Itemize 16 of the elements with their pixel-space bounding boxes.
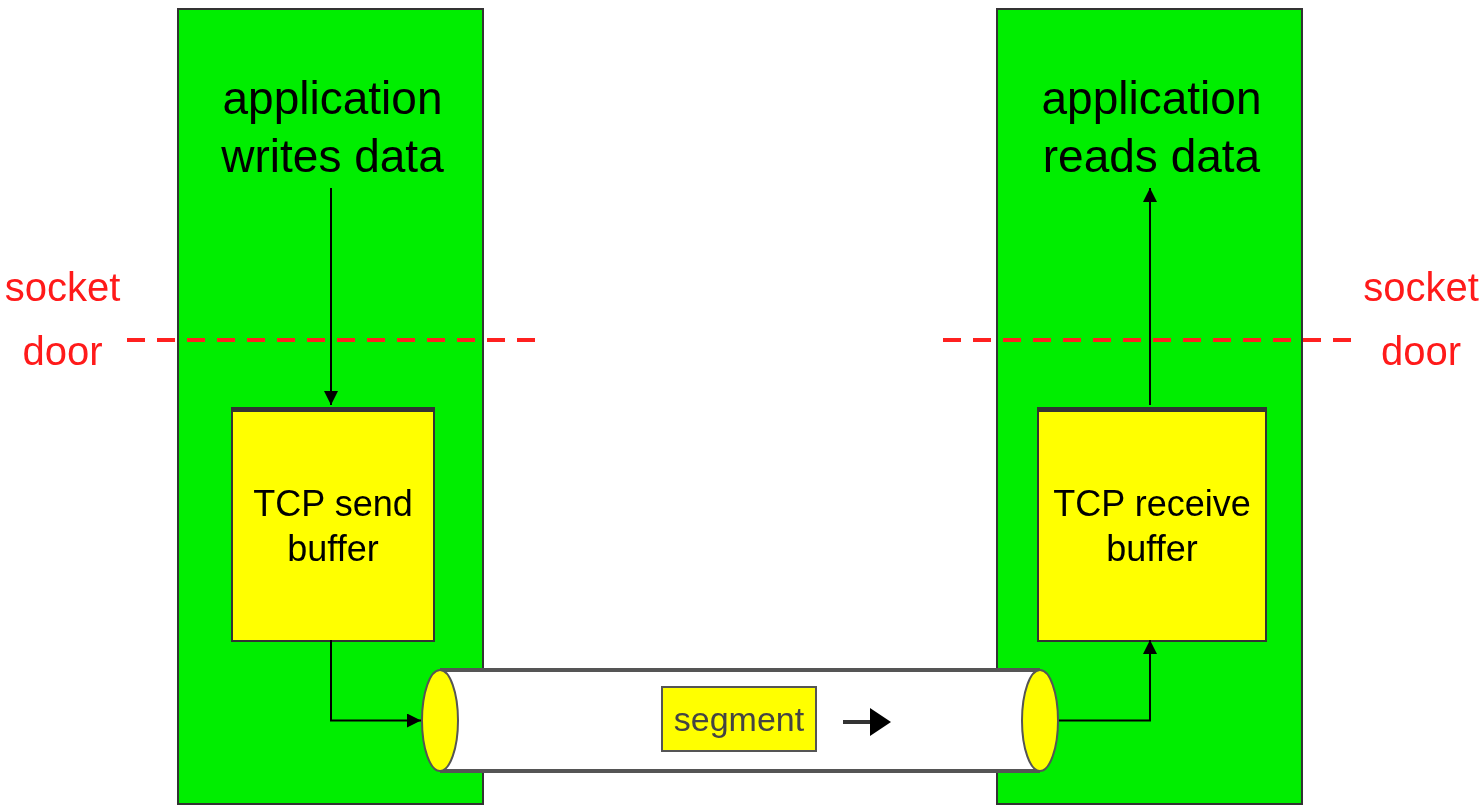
node-label: segment bbox=[672, 698, 806, 740]
segment-box bbox=[661, 686, 817, 752]
arrow bbox=[1058, 639, 1157, 722]
arrow bbox=[324, 187, 338, 406]
socket-label: socket door bbox=[1362, 264, 1480, 375]
arrow bbox=[330, 639, 422, 728]
host-box bbox=[177, 8, 484, 805]
arrow bbox=[1143, 187, 1157, 406]
socket-label: socket door bbox=[3, 264, 122, 375]
node-heading: application reads data bbox=[1018, 70, 1285, 190]
node-label: TCP send buffer bbox=[252, 482, 414, 571]
buffer-box bbox=[1037, 407, 1267, 642]
buffer-box bbox=[231, 407, 435, 642]
node-label: TCP receive buffer bbox=[1052, 482, 1252, 571]
node-heading: application writes data bbox=[199, 70, 466, 190]
host-box bbox=[996, 8, 1303, 805]
